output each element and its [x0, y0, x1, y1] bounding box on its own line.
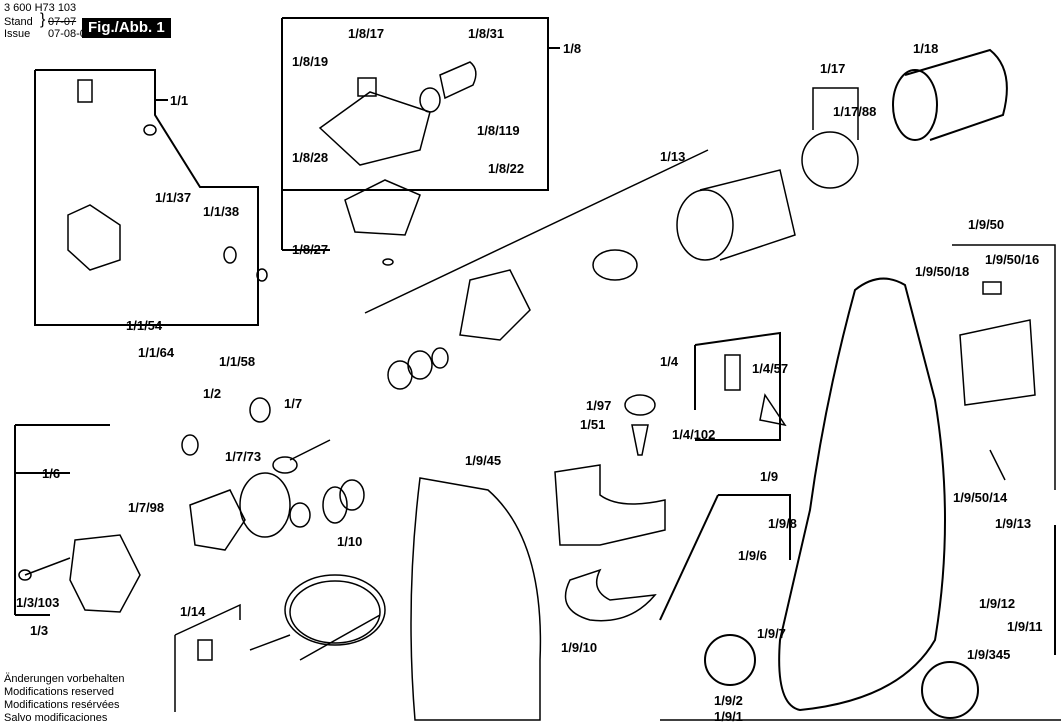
label-1-4-102: 1/4/102 [672, 427, 716, 442]
fan-cover [892, 48, 1008, 141]
footer-line-fr: Modifications resérvées [4, 699, 120, 711]
label-1-1: 1/1 [170, 93, 189, 108]
label-1-9-45: 1/9/45 [465, 453, 502, 468]
switch-housing [318, 61, 477, 266]
label-1-9-7: 1/9/7 [757, 626, 786, 641]
label-1-9-2: 1/9/2 [714, 693, 743, 708]
label-1-9-8: 1/9/8 [768, 516, 797, 531]
label-1-4-57: 1/4/57 [752, 361, 789, 376]
group-1-2-1-7 [181, 397, 365, 551]
label-1-9-345: 1/9/345 [967, 647, 1011, 662]
label-1-18: 1/18 [913, 41, 939, 56]
motor-group [364, 149, 796, 390]
document-number: 3 600 H73 103 [4, 2, 77, 14]
pump-head [18, 534, 141, 613]
label-1-8-17: 1/8/17 [348, 26, 385, 41]
label-1-7-73: 1/7/73 [225, 449, 262, 464]
label-1-9-6: 1/9/6 [738, 548, 767, 563]
label-1-9-12: 1/9/12 [979, 596, 1016, 611]
frame-trolley [659, 277, 1056, 719]
group-1-8-lines [281, 17, 560, 251]
label-1-17-88: 1/17/88 [833, 104, 877, 119]
label-1-8-22: 1/8/22 [488, 161, 525, 176]
power-cord [174, 574, 386, 712]
issue-label: Issue [4, 28, 31, 40]
label-1-14: 1/14 [180, 604, 206, 619]
label-1-9-11: 1/9/11 [1007, 619, 1043, 634]
label-1-4: 1/4 [660, 354, 679, 369]
label-1-9-50-16: 1/9/50/16 [985, 252, 1040, 267]
label-1-8-31: 1/8/31 [468, 26, 505, 41]
group-1-6-lines [14, 424, 110, 616]
label-1-2: 1/2 [203, 386, 222, 401]
label-1-51: 1/51 [580, 417, 606, 432]
brace-icon: } [40, 11, 46, 28]
label-1-9: 1/9 [760, 469, 779, 484]
label-1-9-10: 1/9/10 [561, 640, 598, 655]
group-1-4-lines [624, 331, 787, 456]
label-1-9-1: 1/9/1 [714, 709, 743, 724]
water-tank [952, 244, 1056, 490]
front-cover [410, 464, 666, 721]
label-1-1-54: 1/1/54 [126, 318, 163, 333]
label-1-8-119: 1/8/119 [477, 123, 520, 138]
issue-date: 07-08-09 [48, 28, 93, 40]
label-1-3-103: 1/3/103 [16, 595, 60, 610]
label-1-1-58: 1/1/58 [219, 354, 256, 369]
label-1-1-64: 1/1/64 [138, 345, 175, 360]
label-1-8-27: 1/8/27 [292, 242, 329, 257]
label-1-17: 1/17 [820, 61, 846, 76]
label-1-10: 1/10 [337, 534, 363, 549]
label-1-9-50-18: 1/9/50/18 [915, 264, 970, 279]
fan [801, 87, 859, 189]
label-1-6: 1/6 [42, 466, 61, 481]
label-1-8-28: 1/8/28 [292, 150, 329, 165]
label-1-9-50: 1/9/50 [968, 217, 1005, 232]
footer-line-en: Modifications reserved [4, 686, 115, 698]
label-1-7: 1/7 [284, 396, 303, 411]
valve-body [67, 79, 268, 282]
label-1-8: 1/8 [563, 41, 582, 56]
label-1-3: 1/3 [30, 623, 49, 638]
footer-notice: Änderungen vorbehalten Modifications res… [4, 673, 124, 725]
label-1-8-19: 1/8/19 [292, 54, 329, 69]
figure-label: Fig./Abb. 1 [82, 18, 171, 38]
label-1-9-50-14: 1/9/50/14 [953, 490, 1008, 505]
label-1-13: 1/13 [660, 149, 686, 164]
label-1-1-37: 1/1/37 [155, 190, 192, 205]
label-1-1-38: 1/1/38 [203, 204, 240, 219]
label-1-97: 1/97 [586, 398, 612, 413]
label-1-9-13: 1/9/13 [995, 516, 1032, 531]
footer-line-de: Änderungen vorbehalten [4, 673, 125, 685]
group-1-1-lines [34, 69, 259, 326]
label-1-7-98: 1/7/98 [128, 500, 165, 515]
old-date: 07-07 [48, 16, 77, 28]
footer-line-es: Salvo modificaciones [4, 712, 108, 724]
stand-label: Stand [4, 16, 33, 28]
